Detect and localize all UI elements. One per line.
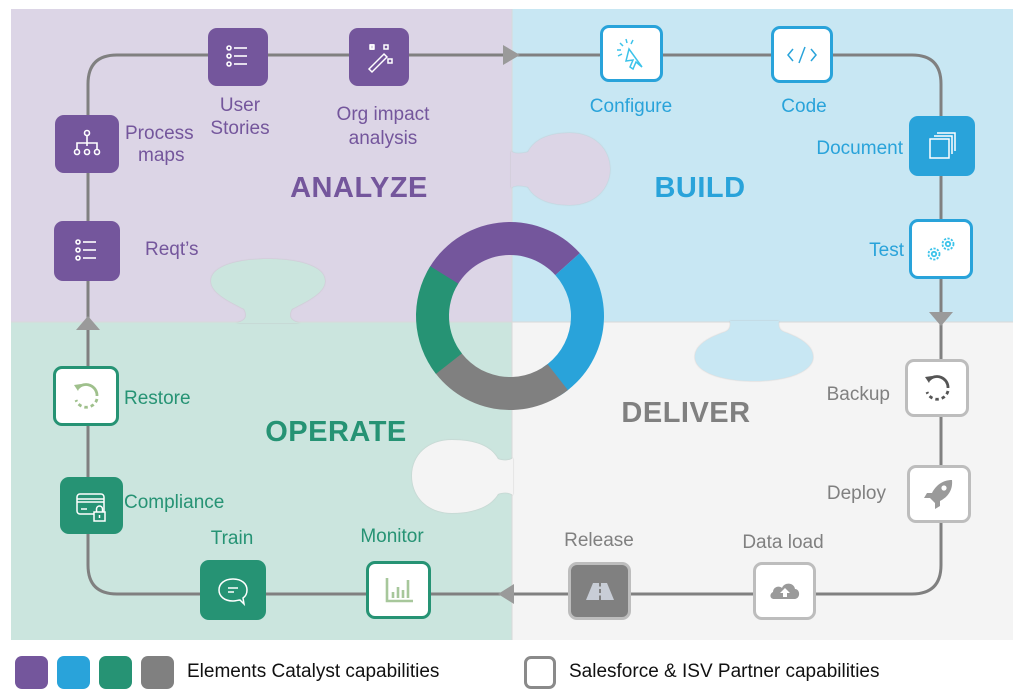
backup-cycle-icon xyxy=(925,375,950,401)
puzzle-tab-operate xyxy=(211,259,325,323)
puzzle-tab-analyze xyxy=(511,133,610,205)
stacked-pages-icon xyxy=(929,132,956,159)
legend-label-partner: Salesforce & ISV Partner capabilities xyxy=(569,661,880,682)
step-label-release: Release xyxy=(564,530,634,551)
step-label-deploy: Deploy xyxy=(826,483,886,504)
arrow-up-icon xyxy=(76,316,100,330)
phase-title-operate: OPERATE xyxy=(265,416,407,448)
step-org-impact-analysis[interactable] xyxy=(349,28,409,86)
card-lock-icon xyxy=(75,492,106,522)
ring-segment-operate xyxy=(416,266,462,374)
label-line: analysis xyxy=(348,128,418,149)
step-test[interactable] xyxy=(909,219,973,279)
puzzle-tab-deliver xyxy=(412,440,513,513)
step-label-backup: Backup xyxy=(826,384,890,405)
legend-partner: Salesforce & ISV Partner capabilities xyxy=(524,655,880,689)
step-release[interactable] xyxy=(568,562,631,620)
step-label-configure: Configure xyxy=(589,96,673,117)
legend-swatch-blue xyxy=(57,655,90,689)
step-restore[interactable] xyxy=(53,366,119,426)
step-label-monitor: Monitor xyxy=(360,526,424,547)
step-label-code: Code xyxy=(781,96,827,117)
rocket-icon xyxy=(924,480,953,509)
list-icon xyxy=(226,45,247,67)
step-backup[interactable] xyxy=(905,359,969,417)
label-line: maps xyxy=(138,145,185,166)
ring-segment-deliver xyxy=(430,348,568,410)
step-label-org-impact-analysis: Org impact analysis xyxy=(337,103,430,151)
phase-title-analyze: ANALYZE xyxy=(290,172,428,204)
step-process-maps[interactable] xyxy=(55,115,119,173)
step-reqts[interactable] xyxy=(54,221,120,281)
cloud-upload-icon xyxy=(769,583,799,599)
legend-swatch-gray xyxy=(141,655,174,689)
step-configure[interactable] xyxy=(600,25,663,82)
step-document[interactable] xyxy=(909,116,975,176)
legend-swatch-outline xyxy=(524,655,556,689)
label-line: Stories xyxy=(210,118,270,139)
step-label-train: Train xyxy=(210,528,254,549)
step-label-compliance: Compliance xyxy=(124,492,225,513)
label-line: Process xyxy=(125,123,194,144)
ring-segment-analyze xyxy=(427,222,580,288)
label-line: User xyxy=(219,95,261,116)
step-data-load[interactable] xyxy=(753,562,816,620)
legend-swatch-green xyxy=(99,655,132,689)
label-line: Org impact xyxy=(336,104,430,125)
step-label-document: Document xyxy=(816,138,903,159)
arrow-right-icon xyxy=(503,45,520,65)
step-user-stories[interactable] xyxy=(208,28,268,86)
code-icon xyxy=(787,46,817,63)
legend-label-catalyst: Elements Catalyst capabilities xyxy=(187,661,440,682)
step-label-reqts: Reqt’s xyxy=(145,239,199,260)
list-icon xyxy=(75,239,96,261)
step-code[interactable] xyxy=(771,26,833,83)
phase-title-deliver: DELIVER xyxy=(621,397,751,429)
cursor-click-icon xyxy=(616,38,643,70)
legend-swatch-purple xyxy=(15,655,48,689)
lifecycle-ring xyxy=(416,222,604,410)
hierarchy-icon xyxy=(73,129,101,156)
phase-title-build: BUILD xyxy=(654,172,746,204)
step-label-process-maps: Process maps xyxy=(125,123,194,167)
step-label-user-stories: User Stories xyxy=(210,94,269,140)
step-label-restore: Restore xyxy=(124,388,191,409)
restore-cycle-icon xyxy=(74,383,99,409)
puzzle-tab-build xyxy=(695,321,813,381)
arrow-left-icon xyxy=(498,584,514,604)
magic-wand-icon xyxy=(367,44,393,74)
step-deploy[interactable] xyxy=(907,465,971,523)
ring-segment-build xyxy=(542,253,604,396)
bar-chart-icon xyxy=(385,578,413,603)
arrow-down-icon xyxy=(929,312,953,326)
step-label-test: Test xyxy=(869,240,904,261)
legend-catalyst: Elements Catalyst capabilities xyxy=(15,655,439,689)
road-icon xyxy=(585,583,614,600)
chat-bubble-icon xyxy=(218,578,248,607)
step-train[interactable] xyxy=(200,560,266,620)
gears-icon xyxy=(927,237,955,261)
step-compliance[interactable] xyxy=(60,477,123,534)
step-label-data-load: Data load xyxy=(742,532,824,553)
step-monitor[interactable] xyxy=(366,561,431,619)
